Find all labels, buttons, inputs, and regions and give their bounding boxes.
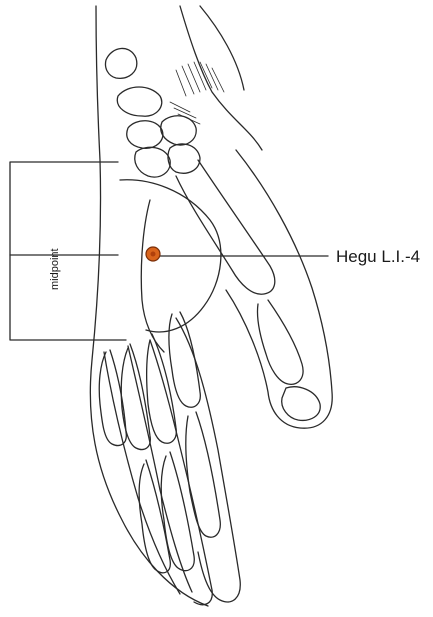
- forearm-back-line: [200, 6, 244, 90]
- hegu-point-label: Hegu L.I.-4: [336, 247, 420, 266]
- ulna-end: [105, 48, 136, 78]
- index-finger-outline: [176, 318, 240, 602]
- carpal-bone-4: [135, 147, 170, 177]
- bracket: [10, 162, 126, 340]
- thumb-outline: [226, 150, 332, 428]
- palm-crease: [141, 200, 164, 352]
- shading-strokes: [170, 62, 224, 124]
- thumb-proximal-phalanx: [257, 300, 303, 384]
- thumb-metacarpal: [176, 160, 275, 294]
- carpal-bone-1: [117, 87, 161, 116]
- acupoint-dot-icon: [146, 247, 160, 261]
- index-phalanx: [186, 412, 220, 537]
- middle-metacarpal: [147, 334, 177, 443]
- thumb-distal-phalanx: [282, 387, 321, 421]
- carpal-bone-5: [168, 144, 200, 173]
- index-metacarpal: [169, 312, 200, 407]
- midpoint-label: midpoint: [49, 248, 61, 290]
- forearm-outline: [90, 6, 208, 606]
- forearm-inner-line: [180, 6, 262, 150]
- carpal-bone-2: [127, 121, 163, 149]
